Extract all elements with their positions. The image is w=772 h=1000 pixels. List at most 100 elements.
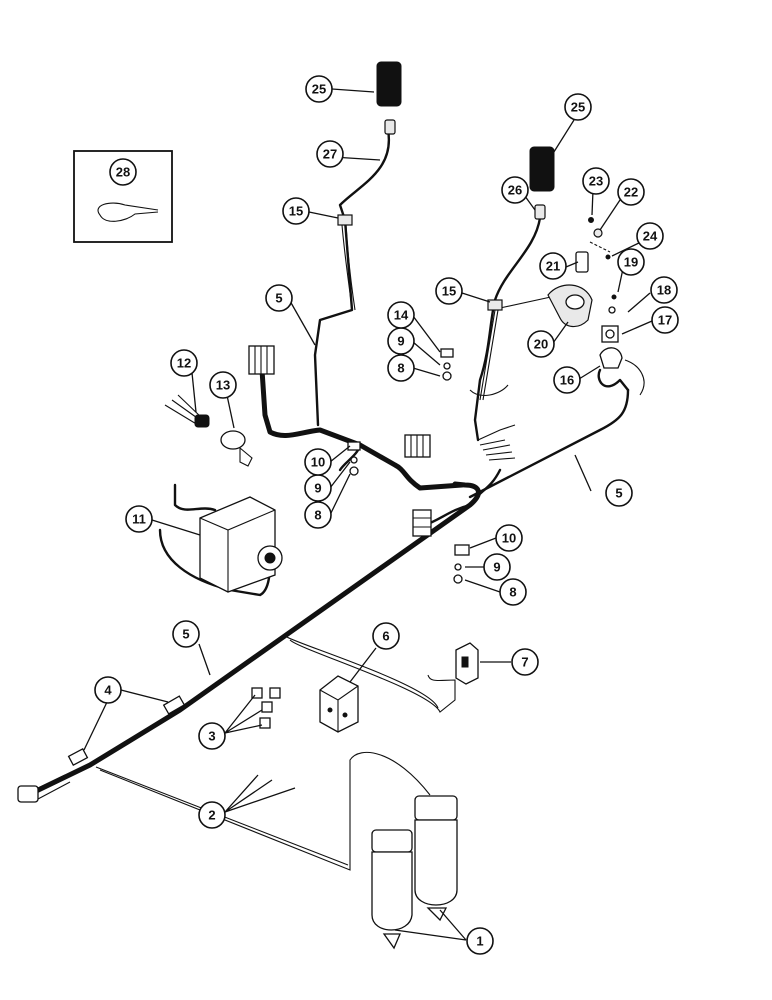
callout-19: 19 <box>617 248 645 276</box>
svg-text:20: 20 <box>534 337 548 352</box>
callout-17: 17 <box>651 306 679 334</box>
svg-text:28: 28 <box>116 165 130 180</box>
callout-25-left: 25 <box>305 75 333 103</box>
svg-text:15: 15 <box>442 284 456 299</box>
svg-text:18: 18 <box>657 283 671 298</box>
callout-10-middle: 10 <box>304 448 332 476</box>
main-harness <box>25 367 630 871</box>
svg-text:11: 11 <box>132 512 146 527</box>
svg-text:25: 25 <box>312 82 326 97</box>
sensor-7 <box>455 642 479 685</box>
callout-22: 22 <box>617 178 645 206</box>
callout-24: 24 <box>636 222 664 250</box>
svg-text:5: 5 <box>182 627 189 642</box>
callout-25-right: 25 <box>564 93 592 121</box>
callout-9-middle: 9 <box>304 474 332 502</box>
svg-text:7: 7 <box>521 655 528 670</box>
callout-5-left: 5 <box>172 620 200 648</box>
svg-text:24: 24 <box>643 229 658 244</box>
svg-text:10: 10 <box>502 531 516 546</box>
terminal-27 <box>384 119 396 135</box>
callout-4: 4 <box>94 676 122 704</box>
callout-28: 28 <box>109 158 137 186</box>
callout-15-right: 15 <box>435 277 463 305</box>
fittings-3 <box>251 687 281 729</box>
svg-text:25: 25 <box>571 100 585 115</box>
callout-11: 11 <box>125 505 153 533</box>
control-box-11 <box>199 496 283 593</box>
callout-13: 13 <box>209 371 237 399</box>
callout-27: 27 <box>316 140 344 168</box>
connector-block-middle <box>404 434 431 458</box>
lamp-16-assembly <box>599 294 623 369</box>
svg-text:14: 14 <box>394 308 409 323</box>
svg-text:23: 23 <box>589 174 603 189</box>
valve-block-6 <box>319 675 359 733</box>
callout-18: 18 <box>650 276 678 304</box>
svg-text:3: 3 <box>208 729 215 744</box>
svg-text:21: 21 <box>546 259 560 274</box>
svg-text:8: 8 <box>509 585 516 600</box>
svg-text:5: 5 <box>275 291 282 306</box>
svg-text:16: 16 <box>560 373 574 388</box>
callout-15-left: 15 <box>282 197 310 225</box>
callout-26: 26 <box>501 176 529 204</box>
hardware-stack-middle <box>347 441 361 476</box>
bracket-21-assembly <box>575 217 611 273</box>
svg-text:13: 13 <box>216 378 230 393</box>
svg-text:27: 27 <box>323 147 337 162</box>
filter-1-right <box>414 795 458 922</box>
clip-15-left <box>337 214 353 226</box>
connector-block-upper-left <box>248 345 275 375</box>
svg-text:8: 8 <box>397 361 404 376</box>
callout-23: 23 <box>582 167 610 195</box>
callout-8-lower: 8 <box>499 578 527 606</box>
terminal-26 <box>534 204 546 220</box>
svg-text:15: 15 <box>289 204 303 219</box>
callout-10-lower: 10 <box>495 524 523 552</box>
svg-text:9: 9 <box>397 334 404 349</box>
callout-1: 1 <box>466 927 494 955</box>
svg-text:22: 22 <box>624 185 638 200</box>
callout-7: 7 <box>511 648 539 676</box>
svg-text:10: 10 <box>311 455 325 470</box>
cable-tie-part <box>97 202 159 222</box>
switch-13 <box>220 430 253 467</box>
callout-9-lower: 9 <box>483 553 511 581</box>
callout-21: 21 <box>539 252 567 280</box>
callout-3: 3 <box>198 722 226 750</box>
seat-connector-25-left <box>376 61 402 107</box>
callout-8-middle: 8 <box>304 501 332 529</box>
callout-6: 6 <box>372 622 400 650</box>
connector-block-lower <box>412 509 432 537</box>
seat-connector-25-right <box>529 146 555 192</box>
svg-text:19: 19 <box>624 255 638 270</box>
svg-text:4: 4 <box>104 683 112 698</box>
svg-text:1: 1 <box>476 934 483 949</box>
svg-text:9: 9 <box>314 481 321 496</box>
callout-5-top: 5 <box>265 284 293 312</box>
grommet-4-right <box>162 695 186 715</box>
svg-text:6: 6 <box>382 629 389 644</box>
svg-text:2: 2 <box>208 808 215 823</box>
callout-20: 20 <box>527 330 555 358</box>
svg-text:9: 9 <box>493 560 500 575</box>
callout-16: 16 <box>553 366 581 394</box>
grommet-4-left <box>67 747 89 767</box>
callout-2: 2 <box>198 801 226 829</box>
main-connector-plug <box>17 774 71 803</box>
svg-text:26: 26 <box>508 183 522 198</box>
sender-12 <box>164 394 210 428</box>
filter-1-left <box>371 829 413 950</box>
svg-text:17: 17 <box>658 313 672 328</box>
callout-14: 14 <box>387 301 415 329</box>
hardware-stack-upper <box>440 348 454 381</box>
svg-text:5: 5 <box>615 486 622 501</box>
hardware-stack-lower <box>453 544 470 584</box>
housing-20 <box>547 284 593 328</box>
leader-lines <box>83 88 653 941</box>
callout-9-upper: 9 <box>387 327 415 355</box>
clip-15-right <box>487 299 503 311</box>
svg-text:12: 12 <box>177 356 191 371</box>
